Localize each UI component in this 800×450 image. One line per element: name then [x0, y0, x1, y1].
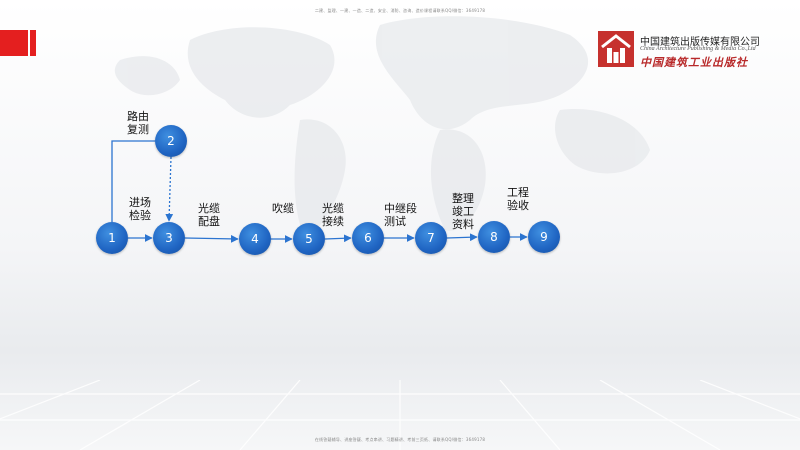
process-node-label-line: 整理 [452, 192, 474, 205]
publisher-name-cn-2: 中国建筑工业出版社 [640, 56, 748, 69]
process-node-6: 6 [352, 222, 384, 254]
floor-grid-background [0, 380, 800, 450]
process-node-label-7: 中继段测试 [384, 202, 417, 228]
process-node-label-line: 测试 [384, 215, 406, 228]
process-node-8: 8 [478, 221, 510, 253]
process-node-label-line: 验收 [507, 199, 529, 212]
process-node-label-line: 进场 [129, 196, 151, 209]
process-node-label-line: 中继段 [384, 202, 417, 215]
publisher-name-en: China Architecture Publishing & Media Co… [640, 46, 756, 52]
edge-7-8 [446, 233, 478, 242]
process-node-3: 3 [153, 222, 185, 254]
process-node-label-line: 复测 [127, 123, 149, 136]
process-node-label-line: 接续 [322, 215, 344, 228]
publisher-name-cn: 中国建筑出版传媒有限公司 [640, 37, 760, 48]
bottom-note: 在线答疑辅导、讲座答疑、考点串讲、习题精讲、考前三页纸、请联系QQ/微信：364… [314, 437, 486, 442]
process-node-7: 7 [415, 222, 447, 254]
process-node-label-line: 竣工 [452, 205, 474, 218]
edge-5-6 [324, 234, 352, 243]
process-node-label-line: 检验 [129, 209, 151, 222]
process-node-label-line: 吹缆 [272, 202, 294, 215]
process-node-label-4: 光缆配盘 [198, 202, 220, 228]
process-node-label-line: 光缆 [322, 202, 344, 215]
edge-3-4 [184, 234, 239, 243]
process-node-label-line: 光缆 [198, 202, 220, 215]
process-node-label-9: 工程验收 [507, 186, 529, 212]
process-node-label-line: 资料 [452, 218, 474, 231]
process-node-label-8: 整理竣工资料 [452, 192, 474, 231]
process-node-label-line: 路由 [127, 110, 149, 123]
process-node-9: 9 [528, 221, 560, 253]
process-node-label-line: 工程 [507, 186, 529, 199]
process-node-label-2: 路由复测 [127, 110, 149, 136]
process-node-2: 2 [155, 125, 187, 157]
edge-1-2 [111, 140, 155, 222]
world-map-background [114, 16, 650, 240]
process-node-label-line: 配盘 [198, 215, 220, 228]
process-node-5: 5 [293, 223, 325, 255]
publisher-logo: 中国建筑出版传媒有限公司 China Architecture Publishi… [598, 31, 798, 71]
process-node-label-5: 吹缆 [272, 202, 294, 215]
process-node-label-3: 进场检验 [129, 196, 151, 222]
edge-2-3 [165, 156, 174, 222]
process-node-4: 4 [239, 223, 271, 255]
red-accent-bar [0, 30, 36, 56]
top-note: 二建、监理、一建、一造、二造、安全、消防、咨询、造价课程请联系QQ/微信：364… [314, 8, 486, 13]
publisher-logo-icon [598, 31, 634, 67]
process-node-1: 1 [96, 222, 128, 254]
process-node-label-6: 光缆接续 [322, 202, 344, 228]
